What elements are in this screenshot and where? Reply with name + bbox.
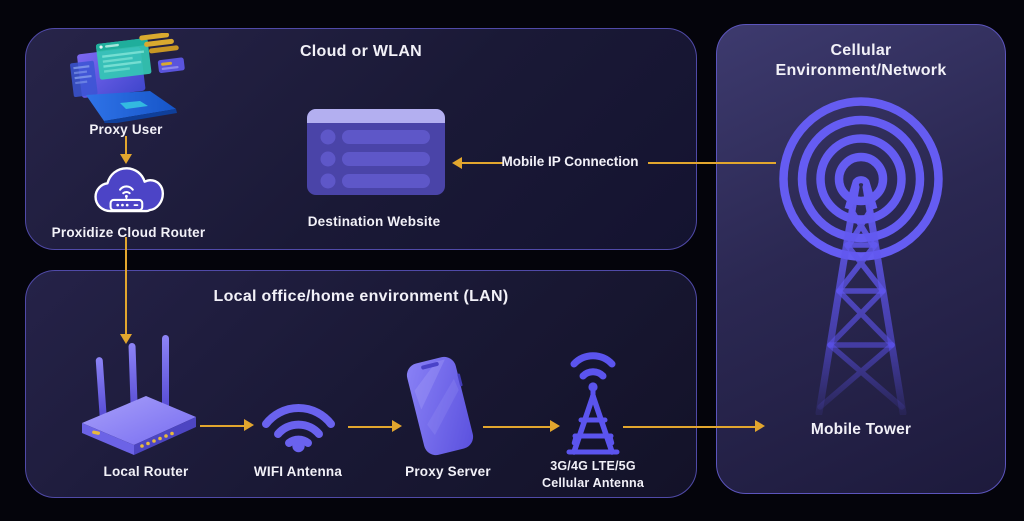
- proxy-server-icon: [406, 356, 474, 456]
- cloud-router-icon: [94, 167, 165, 213]
- cellular-panel: Cellular Environment/Network: [716, 24, 1006, 494]
- arrow-proxyserver-to-antenna-line: [483, 426, 551, 428]
- mobile-tower-icon: [779, 97, 943, 415]
- arrow-router-to-wifi-line: [200, 425, 245, 427]
- arrow-proxyuser-to-cloudrouter-head: [120, 154, 132, 164]
- wifi-antenna-icon: [262, 404, 335, 453]
- cloud-panel-title: Cloud or WLAN: [299, 43, 423, 60]
- mobile-tower-label: Mobile Tower: [810, 421, 912, 438]
- destination-website-label: Destination Website: [307, 214, 441, 229]
- lan-panel-title: Local office/home environment (LAN): [213, 288, 509, 305]
- arrow-router-to-wifi-head: [244, 419, 254, 431]
- arrow-proxyserver-to-antenna-head: [550, 420, 560, 432]
- arrow-cloudrouter-to-localrouter-head: [120, 334, 132, 344]
- arrow-antenna-to-tower-head: [755, 420, 765, 432]
- arrow-proxyuser-to-cloudrouter-line: [125, 136, 127, 156]
- proxy-user-label: Proxy User: [89, 122, 163, 137]
- arrow-tower-to-website-line-left: [462, 162, 504, 164]
- wifi-antenna-label: WIFI Antenna: [253, 464, 343, 479]
- arrow-wifi-to-proxyserver-head: [392, 420, 402, 432]
- arrow-wifi-to-proxyserver-line: [348, 426, 393, 428]
- cellular-antenna-icon: [566, 352, 620, 455]
- arrow-tower-to-website-line-right: [648, 162, 776, 164]
- destination-website-icon: [307, 109, 445, 195]
- cellular-antenna-label: 3G/4G LTE/5G Cellular Antenna: [541, 459, 645, 490]
- arrow-antenna-to-tower-line: [623, 426, 756, 428]
- cloud-router-label: Proxidize Cloud Router: [51, 225, 206, 240]
- proxy-user-icon: [70, 33, 185, 123]
- arrow-tower-to-website-head: [452, 157, 462, 169]
- mobile-ip-connection-label: Mobile IP Connection: [501, 154, 639, 169]
- yellow-tabs: [139, 33, 179, 54]
- cellular-panel-title: Cellular Environment/Network: [775, 42, 947, 79]
- local-router-label: Local Router: [103, 464, 189, 479]
- cloud-wlan-panel: Cloud or WLAN: [25, 28, 697, 250]
- local-router-icon: [82, 335, 196, 455]
- arrow-cloudrouter-to-localrouter-line: [125, 237, 127, 336]
- proxy-server-label: Proxy Server: [405, 464, 491, 479]
- lan-panel: Local office/home environment (LAN): [25, 270, 697, 498]
